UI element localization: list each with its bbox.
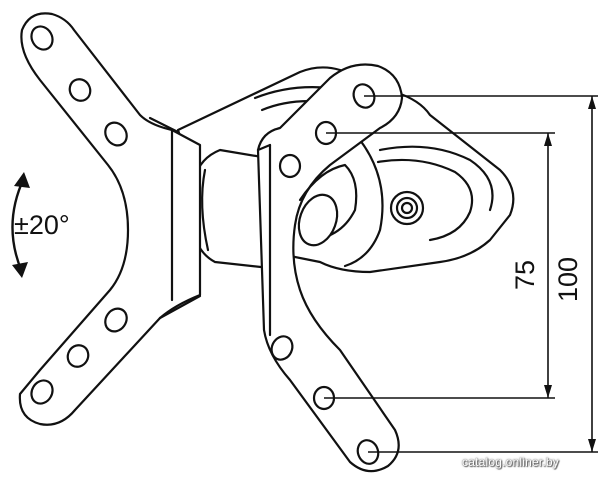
watermark: catalog.onliner.by [462,455,559,469]
wall-plate [18,12,202,426]
tilt-label: ±20° [14,210,70,240]
dimension-100-label: 100 [553,256,583,302]
dimension-75-label: 75 [510,259,540,290]
dimension-lines [324,95,598,453]
plate-hole [30,25,54,51]
tilt-arrow [11,177,26,273]
